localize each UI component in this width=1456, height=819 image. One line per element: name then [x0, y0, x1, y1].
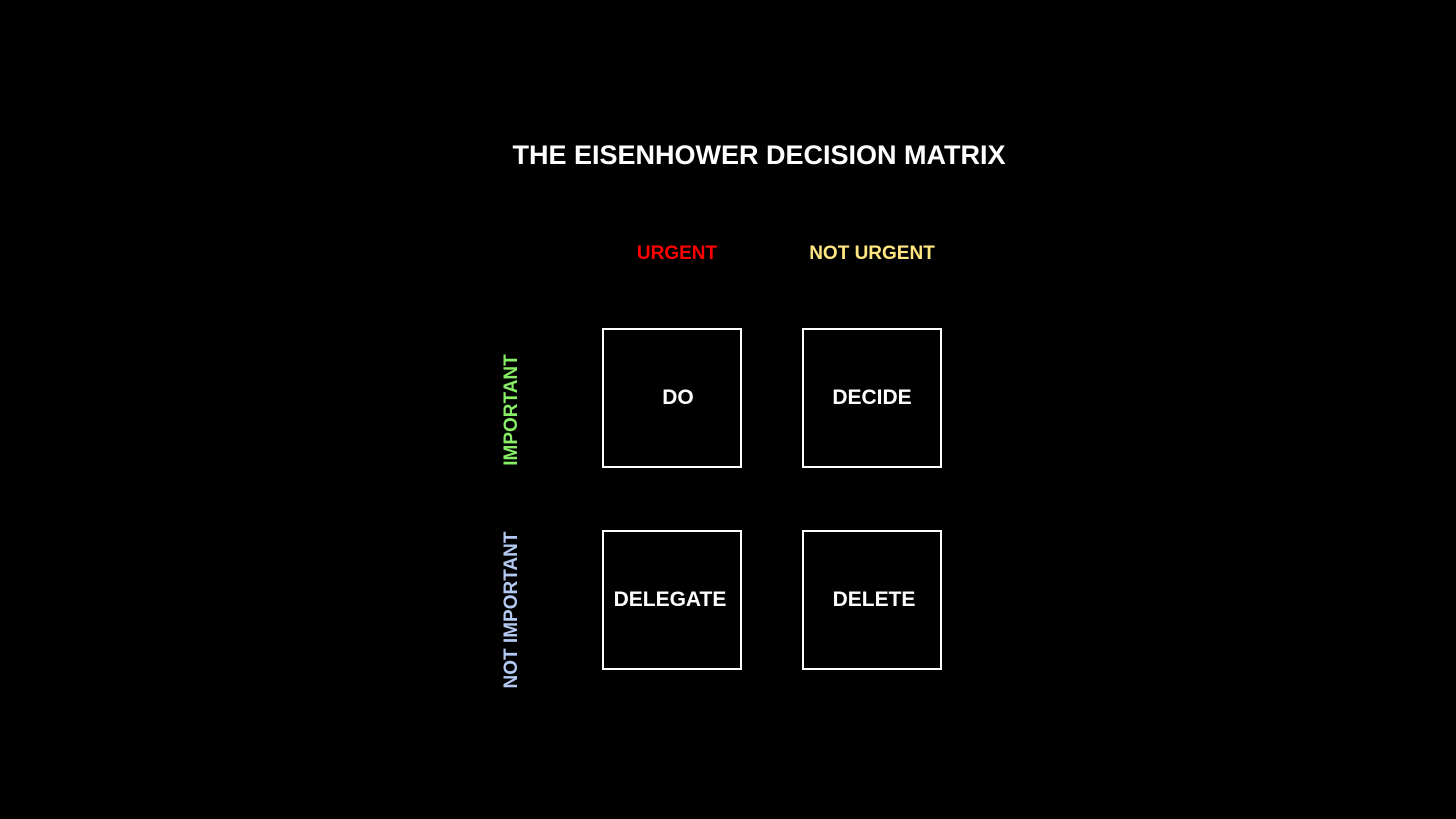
- quadrant-decide: DECIDE: [802, 328, 942, 468]
- row-label-important: IMPORTANT: [501, 354, 522, 466]
- column-label-not-urgent: NOT URGENT: [809, 243, 935, 264]
- column-label-urgent: URGENT: [636, 243, 718, 264]
- quadrant-delegate-label: DELEGATE: [613, 588, 727, 611]
- diagram-title: THE EISENHOWER DECISION MATRIX: [512, 140, 1006, 170]
- row-label-not-important: NOT IMPORTANT: [501, 531, 522, 689]
- quadrant-delegate: DELEGATE: [602, 530, 742, 670]
- quadrant-do-label: DO: [662, 386, 694, 409]
- quadrant-decide-label: DECIDE: [832, 386, 912, 409]
- quadrant-delete-label: DELETE: [832, 588, 916, 611]
- quadrant-do: DO: [602, 328, 742, 468]
- quadrant-delete: DELETE: [802, 530, 942, 670]
